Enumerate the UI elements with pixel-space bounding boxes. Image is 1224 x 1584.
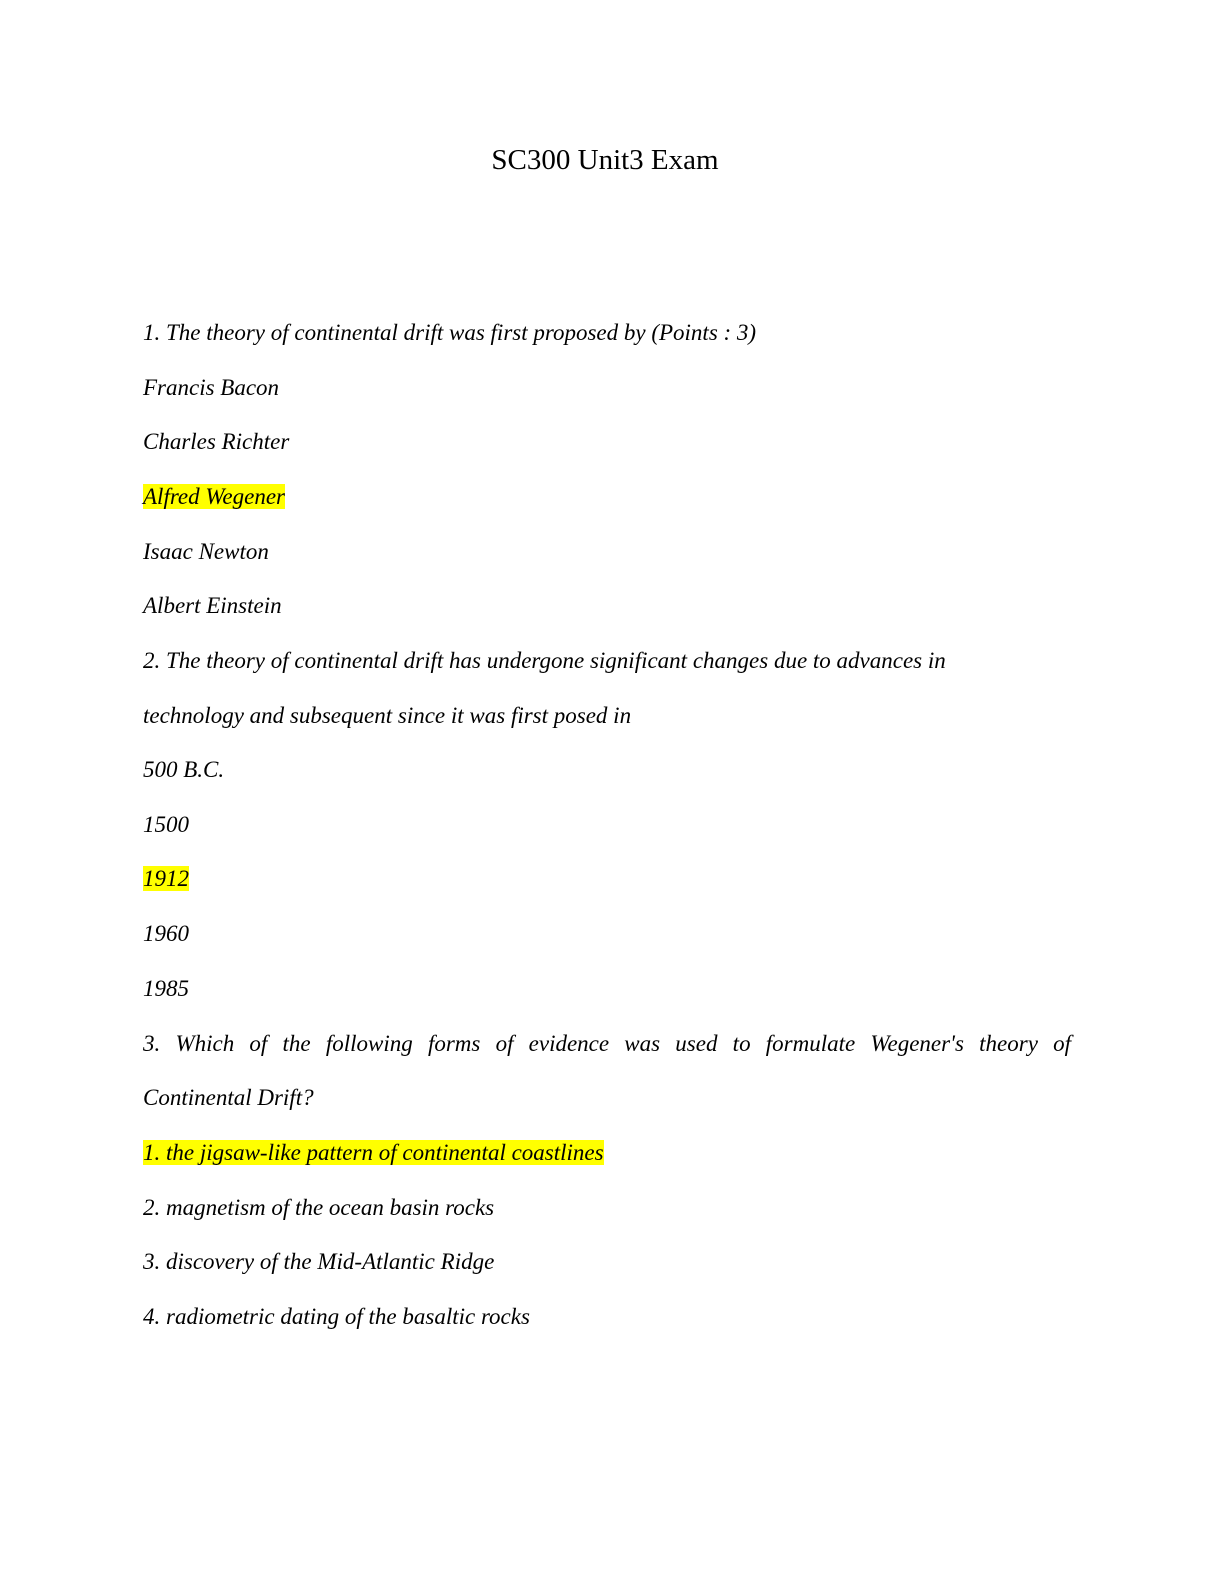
option-text: Charles Richter bbox=[143, 429, 290, 454]
page-title: SC300 Unit3 Exam bbox=[491, 144, 719, 176]
option-text: 4. radiometric dating of the basaltic ro… bbox=[143, 1304, 530, 1329]
option-text: Francis Bacon bbox=[143, 375, 280, 400]
question-3-option-3: 3. discovery of the Mid-Atlantic Ridge bbox=[143, 1246, 494, 1278]
question-1-option-2: Charles Richter bbox=[143, 426, 289, 458]
question-3-prompt-line-1: 3. Which of the following forms of evide… bbox=[143, 1031, 1071, 1056]
question-3-option-2: 2. magnetism of the ocean basin rocks bbox=[143, 1192, 494, 1224]
option-text: Isaac Newton bbox=[143, 539, 269, 564]
option-text: 1960 bbox=[143, 921, 189, 946]
option-text: 2. magnetism of the ocean basin rocks bbox=[143, 1195, 495, 1220]
question-2-option-2: 1500 bbox=[143, 809, 189, 841]
question-3-option-4: 4. radiometric dating of the basaltic ro… bbox=[143, 1301, 530, 1333]
question-3-prompt-line-2: Continental Drift? bbox=[143, 1085, 314, 1110]
question-2-option-1: 500 B.C. bbox=[143, 754, 224, 786]
question-1-prompt: 1. The theory of continental drift was f… bbox=[143, 320, 757, 345]
option-text: 1985 bbox=[143, 976, 189, 1001]
option-text: 500 B.C. bbox=[143, 757, 225, 782]
option-text: Albert Einstein bbox=[143, 593, 282, 618]
option-text: 1500 bbox=[143, 812, 189, 837]
question-1-option-5: Albert Einstein bbox=[143, 590, 282, 622]
highlighted-answer: 1912 bbox=[143, 866, 189, 891]
question-2-prompt-line-2: technology and subsequent since it was f… bbox=[143, 703, 632, 728]
question-1-option-3-answer: Alfred Wegener bbox=[143, 481, 286, 513]
question-2-option-5: 1985 bbox=[143, 973, 189, 1005]
question-2-prompt-line-1: 2. The theory of continental drift has u… bbox=[143, 648, 946, 673]
question-2-option-4: 1960 bbox=[143, 918, 189, 950]
question-1-option-4: Isaac Newton bbox=[143, 536, 269, 568]
question-3-option-1-answer: 1. the jigsaw-like pattern of continenta… bbox=[143, 1137, 604, 1169]
highlighted-answer: 1. the jigsaw-like pattern of continenta… bbox=[143, 1140, 604, 1165]
highlighted-answer: Alfred Wegener bbox=[143, 484, 286, 509]
question-2-option-3-answer: 1912 bbox=[143, 863, 189, 895]
question-1-option-1: Francis Bacon bbox=[143, 372, 279, 404]
option-text: 3. discovery of the Mid-Atlantic Ridge bbox=[143, 1249, 495, 1274]
